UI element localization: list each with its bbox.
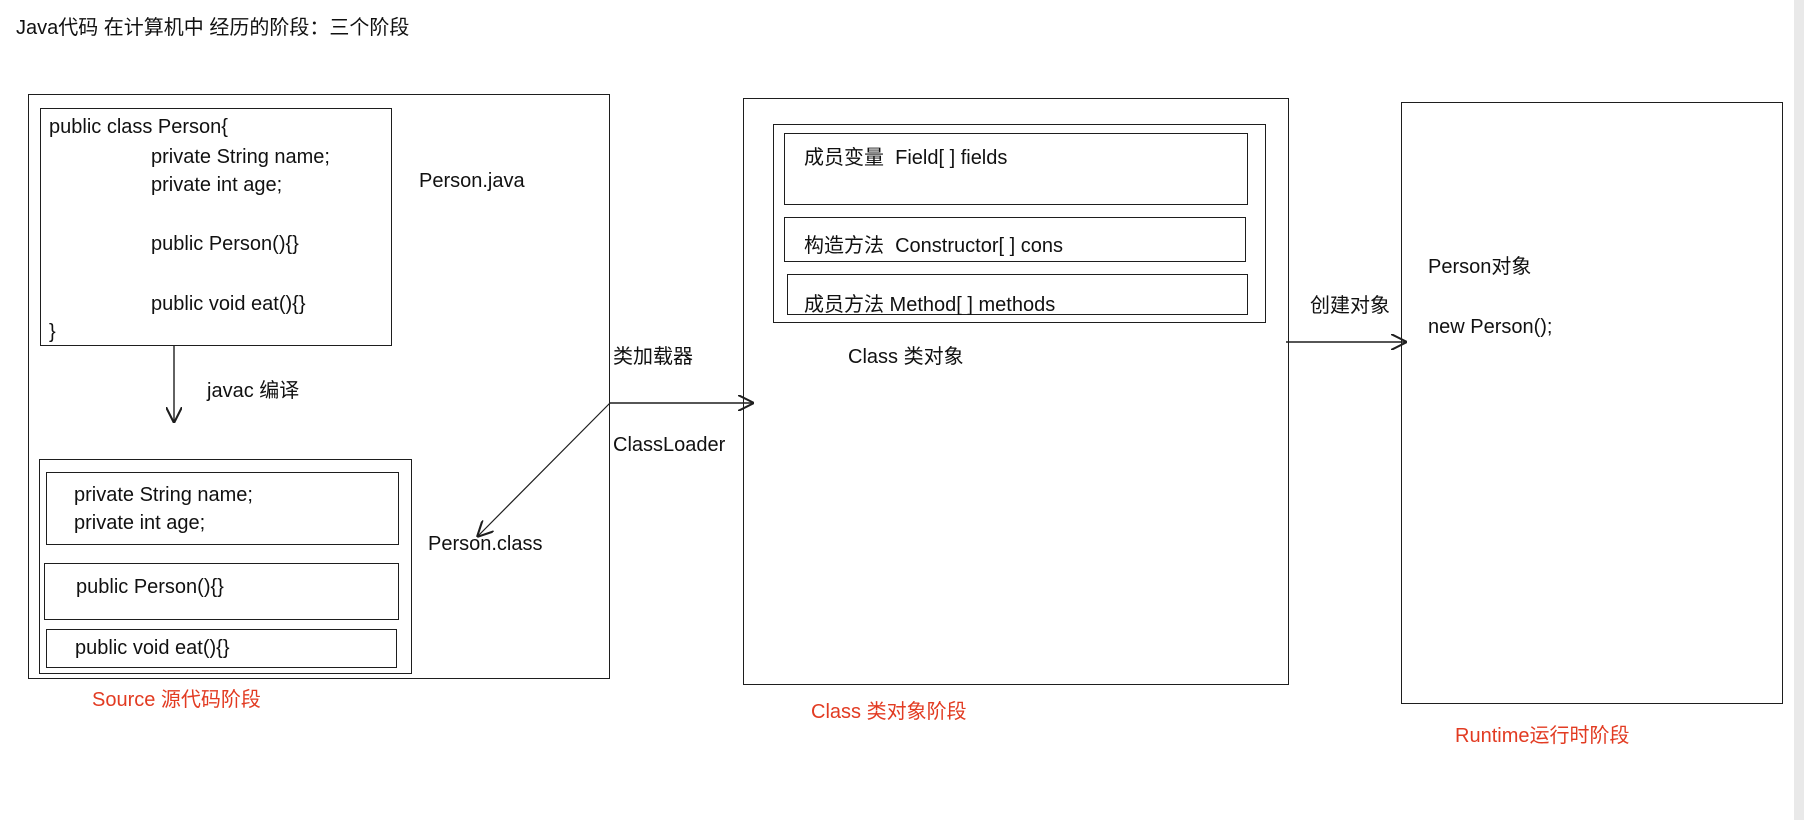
class-object-methods: 成员方法 Method[ ] methods xyxy=(804,294,1056,316)
source-stage-box xyxy=(28,94,610,679)
class-object-constructors: 构造方法 Constructor[ ] cons xyxy=(804,235,1063,257)
class-object-fields: 成员变量 Field[ ] fields xyxy=(804,147,1008,169)
class-file-field-name: private String name; xyxy=(74,484,253,506)
window-edge xyxy=(1794,0,1804,820)
source-stage-label: Source 源代码阶段 xyxy=(92,689,261,711)
class-file-method: public void eat(){} xyxy=(75,637,230,659)
code-line-closing-brace: } xyxy=(49,321,56,343)
code-line-field-age: private int age; xyxy=(151,174,283,196)
class-object-constructors-box xyxy=(784,217,1246,262)
class-object-methods-box xyxy=(787,274,1248,315)
code-line-constructor: public Person(){} xyxy=(151,233,299,255)
class-file-field-age: private int age; xyxy=(74,512,206,534)
code-line-field-name: private String name; xyxy=(151,146,330,168)
class-loader-label-en: ClassLoader xyxy=(613,434,726,456)
create-object-label: 创建对象 xyxy=(1310,295,1390,317)
class-object-fields-box xyxy=(784,133,1248,205)
class-object-stage-label: Class 类对象阶段 xyxy=(811,701,967,723)
runtime-stage-label: Runtime运行时阶段 xyxy=(1455,725,1630,747)
code-line-class-declaration: public class Person{ xyxy=(49,116,228,138)
class-file-box xyxy=(39,459,412,674)
class-object-label: Class 类对象 xyxy=(848,346,964,368)
class-file-load-arrow xyxy=(477,402,611,537)
runtime-object-label: Person对象 xyxy=(1428,256,1532,278)
class-file-constructor-box xyxy=(44,563,399,620)
class-file-fields-box xyxy=(46,472,399,545)
page-title: Java代码 在计算机中 经历的阶段：三个阶段 xyxy=(16,17,410,39)
java-source-code-box xyxy=(40,108,392,346)
class-object-stage-box xyxy=(743,98,1289,685)
runtime-instantiation-code: new Person(); xyxy=(1428,316,1553,338)
code-line-method: public void eat(){} xyxy=(151,293,306,315)
class-file-method-box xyxy=(46,629,397,668)
class-loader-label-cn: 类加载器 xyxy=(613,346,693,368)
runtime-stage-box xyxy=(1401,102,1783,704)
java-file-label: Person.java xyxy=(419,170,525,192)
class-file-label: Person.class xyxy=(428,533,543,555)
compile-label: javac 编译 xyxy=(207,380,300,402)
class-object-members-box xyxy=(773,124,1266,323)
class-file-constructor: public Person(){} xyxy=(76,576,224,598)
